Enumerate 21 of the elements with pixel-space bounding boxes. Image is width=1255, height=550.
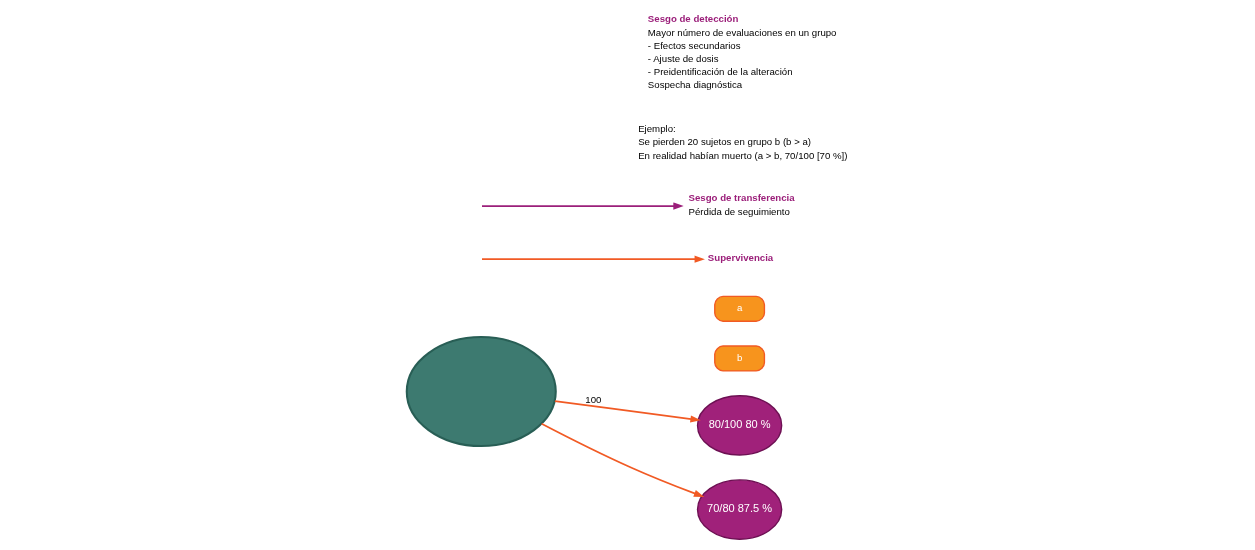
label: Sesgo de detección xyxy=(647,12,739,24)
arrow xyxy=(540,422,705,498)
label: Ejemplo: xyxy=(638,123,676,135)
label: Se pierden 20 sujetos en grupo b (b > a) xyxy=(638,136,812,148)
node-ellipse: 80/100 80 % xyxy=(696,395,783,456)
edge-label: 100 xyxy=(585,393,602,405)
node-ellipse: 70/80 87.5 % xyxy=(696,479,783,540)
label: Sospecha diagnóstica xyxy=(647,79,743,91)
node-text: Supervivencia xyxy=(707,252,774,263)
label: En realidad habían muerto (a > b, 70/100 [70 %]) xyxy=(638,149,848,161)
arrow xyxy=(481,255,705,263)
node-circle xyxy=(405,336,557,448)
label: - Efectos secundarios xyxy=(647,39,741,51)
node-box: a xyxy=(714,295,766,322)
arrow xyxy=(554,400,701,423)
node-box: b xyxy=(714,345,766,372)
label: Mayor número de evaluaciones en un grupo xyxy=(647,26,837,38)
label: - Preidentificación de la alteración xyxy=(647,66,793,78)
arrow xyxy=(481,202,684,210)
label: - Ajuste de dosis xyxy=(647,52,719,64)
node-text: Sesgo de transferencia Pérdida de seguimiento xyxy=(688,192,795,218)
